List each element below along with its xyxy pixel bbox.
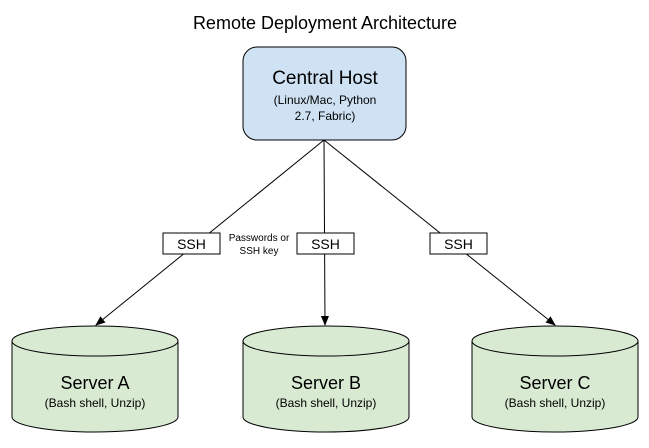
server-c-label: Server C — [519, 373, 590, 393]
ssh-label-c-box — [429, 232, 488, 255]
ssh-label-b-box — [296, 232, 355, 255]
server-b-detail: (Bash shell, Unzip) — [276, 396, 377, 410]
server-b-label: Server B — [291, 373, 361, 393]
server-b-cylinder-top — [242, 325, 410, 357]
server-b-node: Server B (Bash shell, Unzip) — [242, 325, 410, 433]
server-c-cylinder-top — [471, 325, 639, 357]
central-host-label: Central Host — [272, 68, 378, 89]
diagram-title: Remote Deployment Architecture — [193, 13, 457, 33]
server-c-cylinder-body — [471, 341, 639, 433]
ssh-label-b: SSH — [296, 232, 355, 255]
server-c-node: Server C (Bash shell, Unzip) — [471, 325, 639, 433]
server-a-label: Server A — [60, 373, 129, 393]
server-a-cylinder-body — [11, 341, 179, 433]
server-c-detail: (Bash shell, Unzip) — [505, 396, 606, 410]
server-a-detail: (Bash shell, Unzip) — [45, 396, 146, 410]
ssh-label-a-text: SSH — [177, 236, 206, 252]
ssh-label-c-text: SSH — [444, 236, 473, 252]
ssh-label-c: SSH — [429, 232, 488, 255]
ssh-label-b-text: SSH — [311, 236, 340, 252]
central-host-detail-line1: (Linux/Mac, Python — [274, 93, 377, 107]
central-host-detail-line2: 2.7, Fabric) — [295, 109, 356, 123]
server-a-node: Server A (Bash shell, Unzip) — [11, 325, 179, 433]
auth-note-line1: Passwords or — [229, 233, 290, 244]
auth-note: Passwords or SSH key — [229, 233, 290, 257]
ssh-label-a-box — [162, 232, 221, 255]
ssh-label-a: SSH — [162, 232, 221, 255]
central-host-node: Central Host (Linux/Mac, Python 2.7, Fab… — [242, 46, 407, 141]
central-host-box — [242, 46, 407, 141]
server-a-cylinder-top — [11, 325, 179, 357]
server-b-cylinder-body — [242, 341, 410, 433]
auth-note-line2: SSH key — [240, 246, 279, 257]
